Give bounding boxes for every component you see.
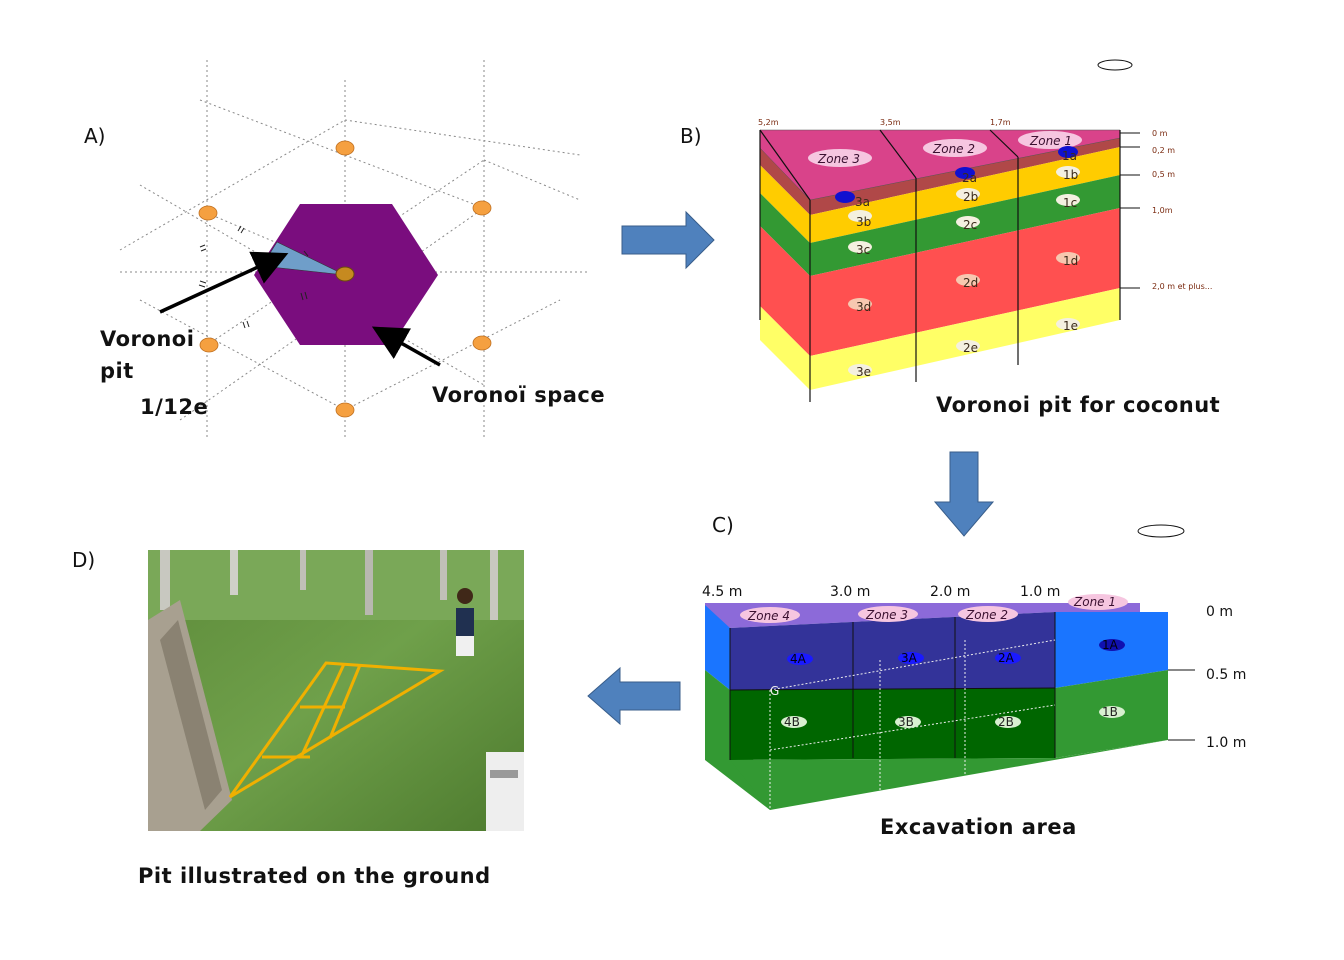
- c-cell-1b: 1B: [1102, 705, 1118, 719]
- zone-1-label: Zone 1: [1029, 134, 1072, 148]
- cell-1b: 1b: [1063, 168, 1078, 182]
- pit-arrow: [159, 251, 289, 314]
- depth-ticks: [1120, 132, 1140, 289]
- panel-d: D): [72, 548, 524, 888]
- c-front-darkgreen: [730, 688, 1055, 760]
- panel-b-caption: Voronoi pit for coconut: [936, 393, 1220, 417]
- top-dim-1: 3,5m: [880, 118, 901, 127]
- panel-c-letter: C): [712, 513, 734, 537]
- layer-red: [760, 208, 1120, 356]
- c-cell-2b: 2B: [998, 715, 1014, 729]
- panel-c: C) 4.5 m 3.0 m 2.0 m 1.0 m: [702, 513, 1246, 839]
- panel-b: B) 0 m 0,2 m 0,5 m: [680, 59, 1220, 417]
- c-bottom-green: [730, 740, 1168, 810]
- c-tree-marker: [1137, 524, 1185, 538]
- c-cell-4a: 4A: [790, 652, 807, 666]
- c-depth-1: 0.5 m: [1206, 667, 1246, 683]
- c-front-darkblue: [730, 612, 1055, 690]
- cell-3c: 3c: [856, 243, 870, 257]
- cell-3a: 3a: [855, 195, 870, 209]
- sample-dots: [835, 146, 1078, 203]
- cell-2b: 2b: [963, 190, 978, 204]
- depth-label-0: 0 m: [1152, 129, 1168, 138]
- cell-2c: 2c: [963, 218, 977, 232]
- c-depth-0: 0 m: [1206, 604, 1233, 620]
- c-cell-ovals: [781, 639, 1125, 728]
- cell-2d: 2d: [963, 276, 978, 290]
- cell-3e: 3e: [856, 365, 871, 379]
- space-arrow: [371, 326, 441, 367]
- c-zone-2: Zone 2: [965, 608, 1008, 622]
- c-edges: [729, 612, 1056, 760]
- cell-1a: 1a: [1062, 149, 1077, 163]
- field-photo: [148, 550, 524, 831]
- cell-3d: 3d: [856, 300, 871, 314]
- panel-d-caption: Pit illustrated on the ground: [138, 864, 491, 888]
- panel-c-caption: Excavation area: [880, 815, 1077, 839]
- top-dim-2: 1,7m: [990, 118, 1011, 127]
- c-top-face: [705, 603, 1140, 628]
- c-top-dim-2: 2.0 m: [930, 584, 970, 600]
- layer-green: [760, 175, 1120, 276]
- depth-label-2: 0,5 m: [1152, 170, 1175, 179]
- c-top-dim-1: 3.0 m: [830, 584, 870, 600]
- cell-1c: 1c: [1063, 196, 1077, 210]
- depth-label-4: 2,0 m et plus...: [1152, 282, 1212, 291]
- c-cell-4b: 4B: [784, 715, 800, 729]
- voronoi-pit-label-line1: Voronoi: [100, 327, 194, 351]
- c-zone-3: Zone 3: [865, 608, 908, 622]
- panel-a: A): [84, 60, 605, 440]
- cell-2a: 2a: [962, 171, 977, 185]
- panel-d-letter: D): [72, 548, 95, 572]
- panel-b-letter: B): [680, 124, 702, 148]
- c-zone-1: Zone 1: [1073, 595, 1116, 609]
- fraction-label: 1/12e: [140, 395, 208, 419]
- top-dim-0: 5,2m: [758, 118, 779, 127]
- center-tree-dot: [335, 266, 355, 282]
- c-cell-3a: 3A: [901, 651, 918, 665]
- c-depth-ticks: [1168, 669, 1195, 741]
- c-zone-4: Zone 4: [747, 609, 790, 623]
- cell-3b: 3b: [856, 215, 871, 229]
- c-cell-3b: 3B: [898, 715, 914, 729]
- c-depth-2: 1.0 m: [1206, 735, 1246, 751]
- cell-1d: 1d: [1063, 254, 1078, 268]
- zone-2-label: Zone 2: [932, 142, 975, 156]
- c-cell-2a: 2A: [998, 651, 1015, 665]
- cell-1e: 1e: [1063, 319, 1078, 333]
- arrow-a-to-b: [621, 210, 715, 270]
- arrow-b-to-c: [933, 451, 995, 537]
- voronoi-pit-label-line2: pit: [100, 359, 134, 383]
- cell-ovals: [848, 166, 1080, 376]
- layer-lightyellow: [760, 288, 1120, 390]
- depth-label-1: 0,2 m: [1152, 146, 1175, 155]
- zone-3-label: Zone 3: [817, 152, 860, 166]
- c-left-blue: [705, 605, 730, 690]
- c-cell-1a: 1A: [1102, 638, 1119, 652]
- arrow-c-to-d: [587, 666, 681, 726]
- c-top-dim-3: 1.0 m: [1020, 584, 1060, 600]
- c-top-dim-0: 4.5 m: [702, 584, 742, 600]
- voronoi-space-label: Voronoï space: [432, 383, 605, 407]
- panel-a-letter: A): [84, 124, 105, 148]
- c-marker-g: G: [770, 684, 779, 698]
- cell-2e: 2e: [963, 341, 978, 355]
- equal-tick-marks: [198, 225, 309, 329]
- depth-label-3: 1,0m: [1152, 206, 1173, 215]
- tree-dots: [198, 140, 492, 418]
- coconut-tree-marker: [1097, 59, 1133, 71]
